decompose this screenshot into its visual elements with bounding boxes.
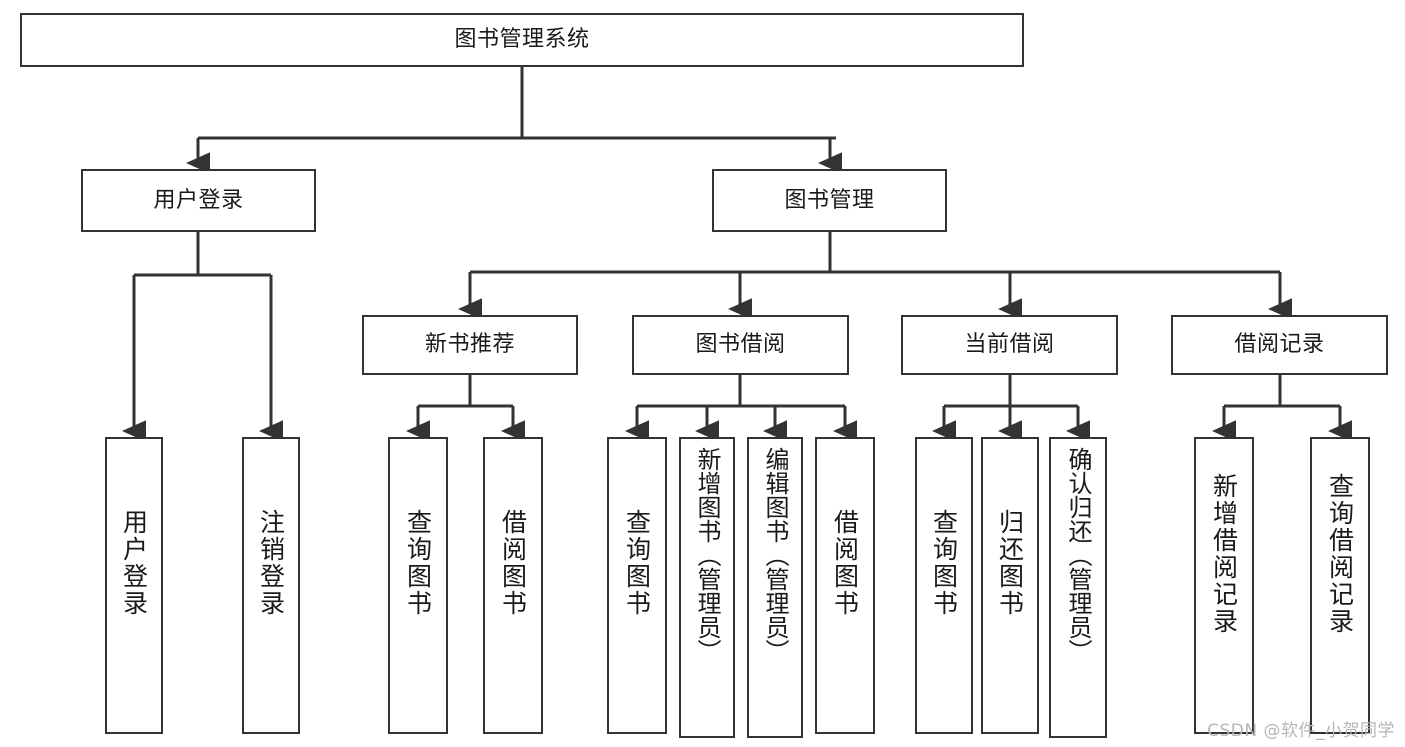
node-leaf-user-login-label: 用户登录 [119,509,149,617]
node-leaf-borrow-book-2[interactable]: 借阅图书 [815,437,875,734]
node-user-login[interactable]: 用户登录 [81,169,316,232]
node-current-borrow-label: 当前借阅 [964,332,1055,358]
node-leaf-query-book-2-label: 查询图书 [622,509,652,617]
node-book-manage-label: 图书管理 [784,187,875,213]
node-leaf-logout-login[interactable]: 注销登录 [242,437,300,734]
node-root[interactable]: 图书管理系统 [20,13,1024,67]
node-leaf-borrow-book-1[interactable]: 借阅图书 [483,437,543,734]
node-leaf-confirm-return-label: 确认归还（管理员） [1064,447,1092,663]
node-book-borrow-label: 图书借阅 [695,332,786,358]
node-leaf-add-book[interactable]: 新增图书（管理员） [679,437,735,738]
node-leaf-query-book-3-label: 查询图书 [929,509,959,617]
node-borrow-record-label: 借阅记录 [1234,332,1325,358]
node-leaf-query-book-3[interactable]: 查询图书 [915,437,973,734]
node-leaf-add-book-label: 新增图书（管理员） [693,447,721,663]
node-leaf-query-record-label: 查询借阅记录 [1325,473,1355,635]
node-user-login-label: 用户登录 [153,187,244,213]
node-leaf-logout-login-label: 注销登录 [256,509,286,617]
node-leaf-borrow-book-1-label: 借阅图书 [498,509,528,617]
node-root-label: 图书管理系统 [454,27,590,53]
node-leaf-query-record[interactable]: 查询借阅记录 [1310,437,1370,734]
node-leaf-user-login[interactable]: 用户登录 [105,437,163,734]
node-new-book-recommend[interactable]: 新书推荐 [362,315,578,375]
node-leaf-query-book-2[interactable]: 查询图书 [607,437,667,734]
node-leaf-add-record[interactable]: 新增借阅记录 [1194,437,1254,734]
node-book-manage[interactable]: 图书管理 [712,169,947,232]
node-leaf-query-book-1[interactable]: 查询图书 [388,437,448,734]
node-leaf-return-book[interactable]: 归还图书 [981,437,1039,734]
node-book-borrow[interactable]: 图书借阅 [632,315,849,375]
node-leaf-edit-book-label: 编辑图书（管理员） [761,447,789,663]
node-leaf-return-book-label: 归还图书 [995,509,1025,617]
node-current-borrow[interactable]: 当前借阅 [901,315,1118,375]
watermark-label: CSDN @软件_小贺同学 [1207,721,1395,741]
node-leaf-borrow-book-2-label: 借阅图书 [830,509,860,617]
node-new-book-recommend-label: 新书推荐 [424,332,515,358]
node-leaf-add-record-label: 新增借阅记录 [1209,473,1239,635]
node-leaf-edit-book[interactable]: 编辑图书（管理员） [747,437,803,738]
node-leaf-query-book-1-label: 查询图书 [403,509,433,617]
node-leaf-confirm-return[interactable]: 确认归还（管理员） [1049,437,1107,738]
node-borrow-record[interactable]: 借阅记录 [1171,315,1388,375]
